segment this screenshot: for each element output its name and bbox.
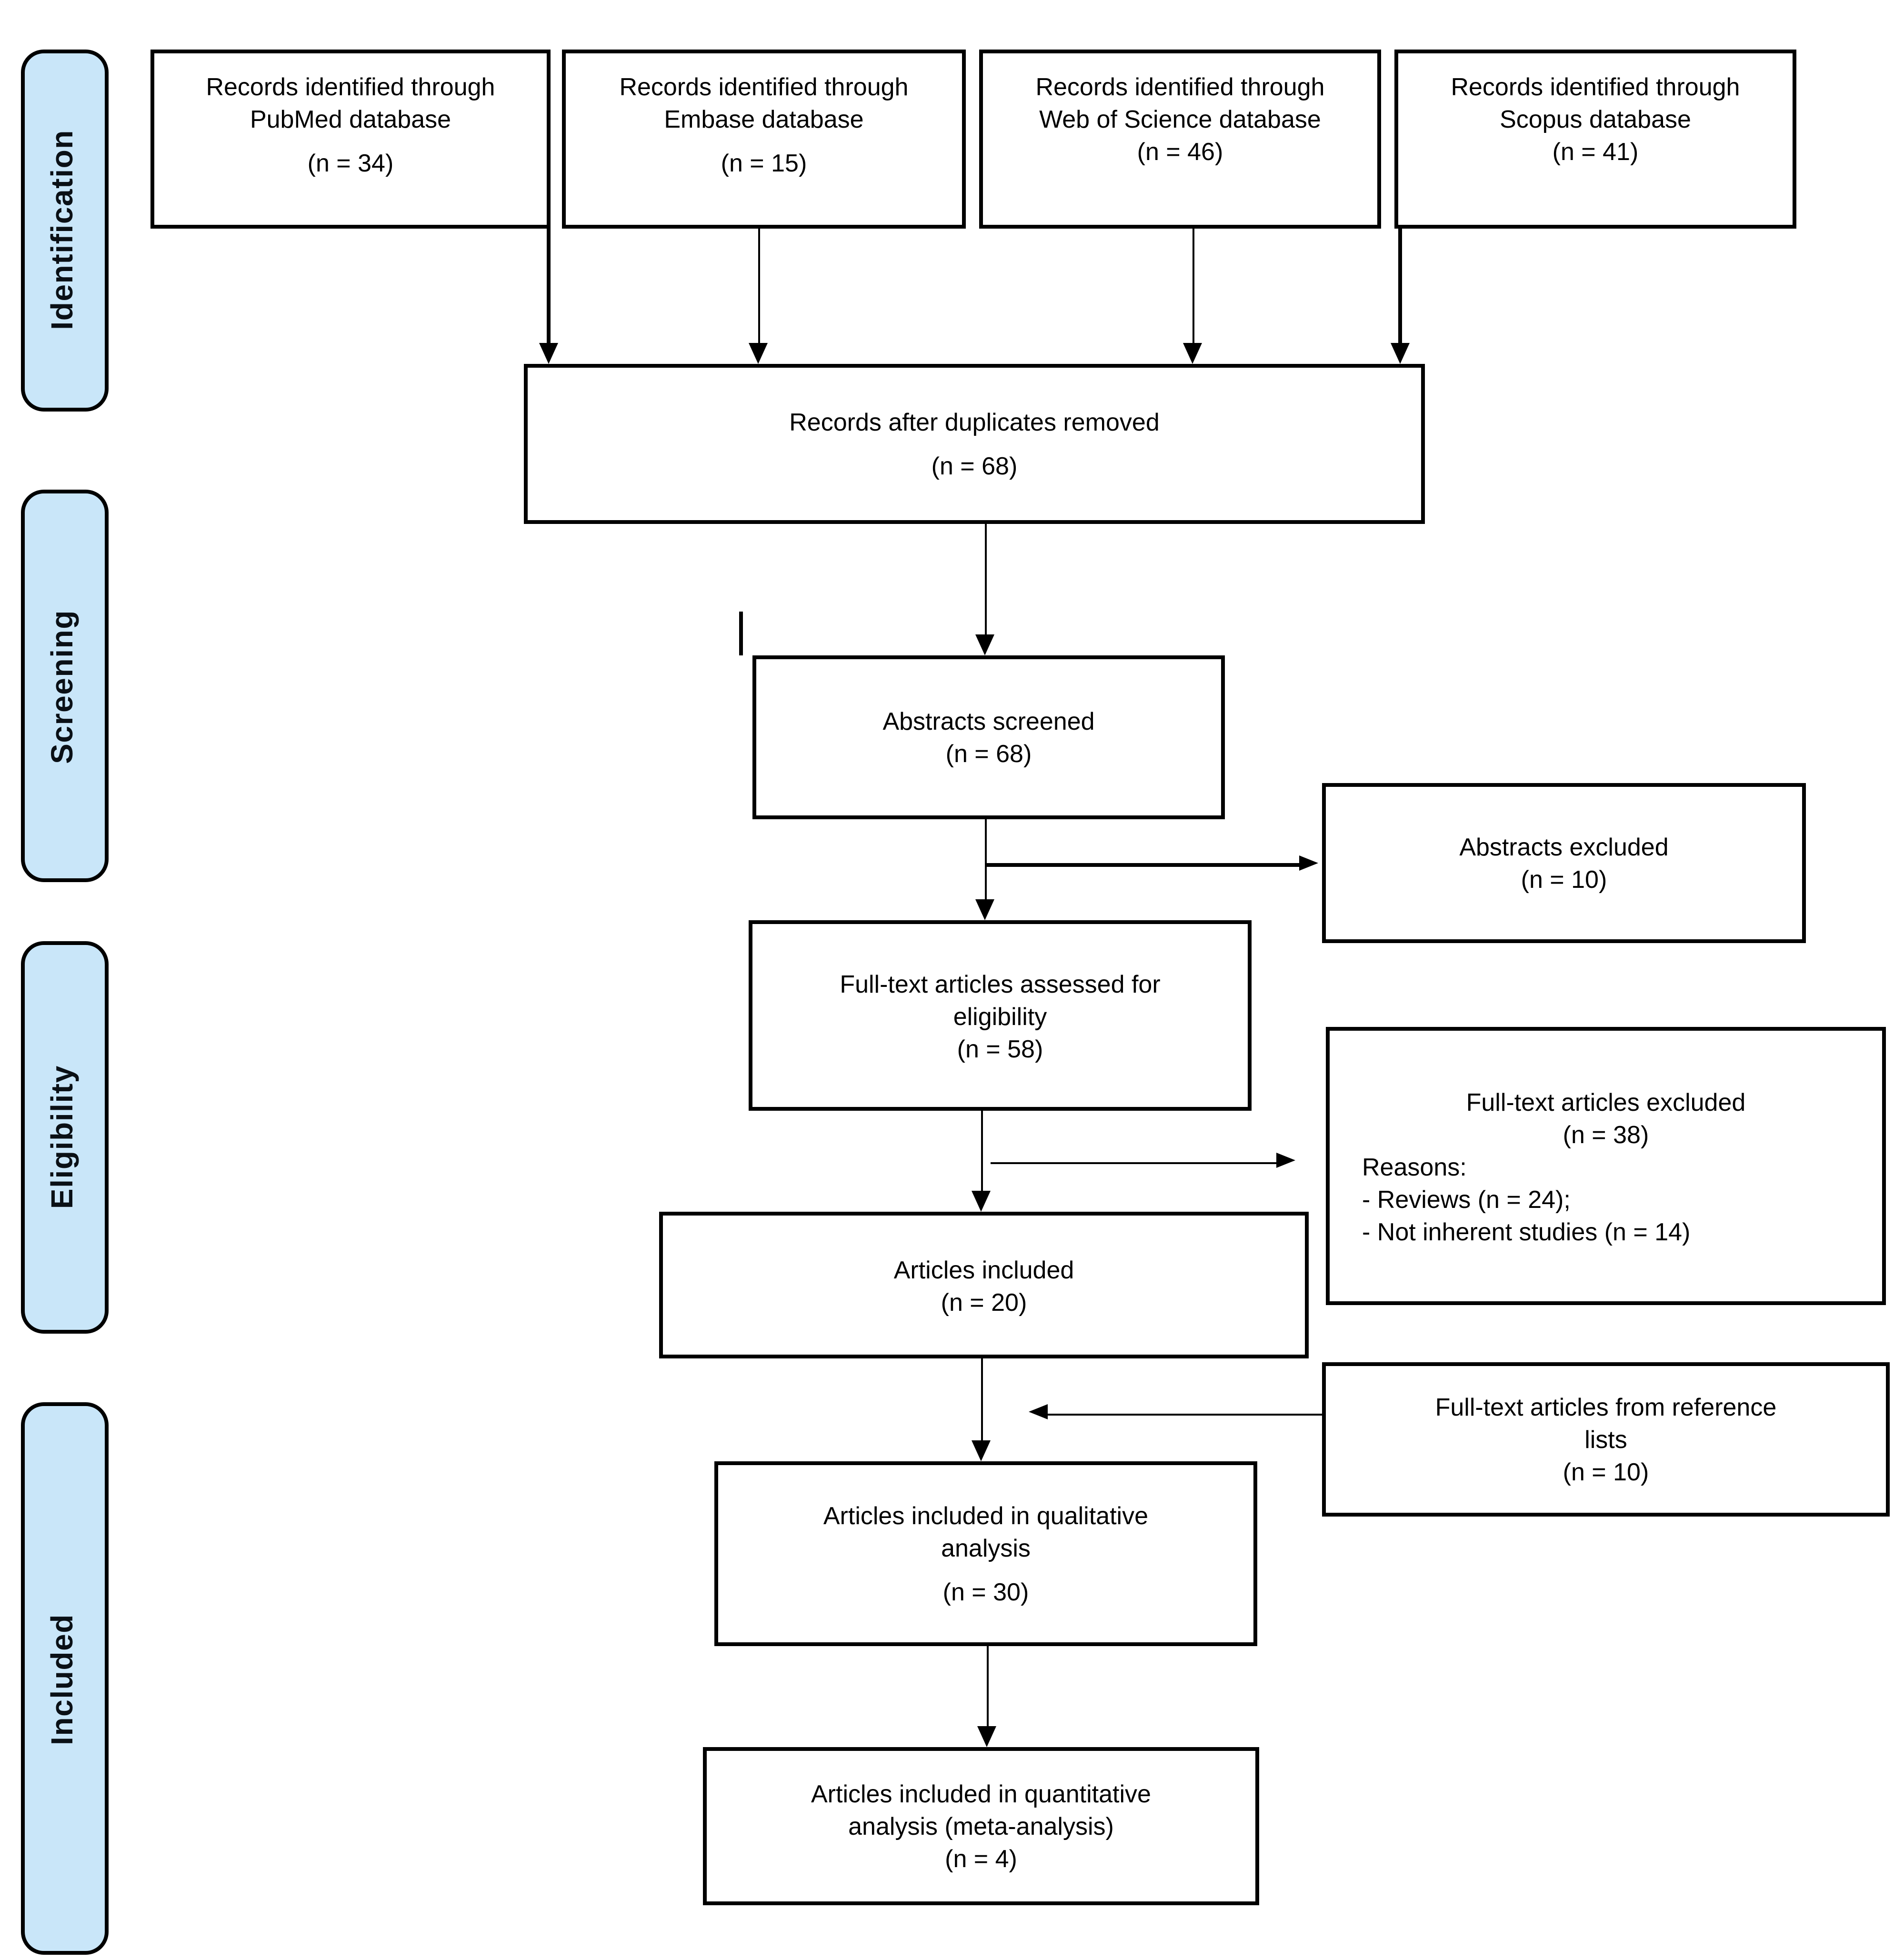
box-title-line: Articles included in quantitative <box>811 1779 1151 1808</box>
arrow-included-to-qualitative-head <box>972 1440 992 1461</box>
arrow-qualitative-to-quantitative <box>986 1646 989 1728</box>
arrow-included-to-qualitative <box>980 1358 983 1442</box>
box-title-line: Full-text articles excluded <box>1466 1087 1746 1116</box>
stage-label-screening: Screening <box>21 490 109 882</box>
box-title-line: Records identified through <box>206 72 495 101</box>
box-title-line: analysis <box>941 1534 1031 1562</box>
box-count: (n = 4) <box>945 1844 1017 1873</box>
arrow-embase-down <box>757 229 761 343</box>
arrow-wos-down-head <box>1183 343 1203 364</box>
arrow-qualitative-to-quantitative-head <box>978 1726 997 1747</box>
box-count: (n = 58) <box>957 1034 1043 1062</box>
box-title-line: Embase database <box>664 105 864 133</box>
box-title-line: Records identified through <box>1451 72 1740 101</box>
arrow-reference-to-flow-head <box>1029 1404 1048 1420</box>
arrow-scopus-down <box>1398 229 1402 343</box>
box-title-line: Abstracts excluded <box>1459 833 1669 861</box>
box-title-line: Web of Science database <box>1039 105 1321 133</box>
box-title-line: Records after duplicates removed <box>789 407 1160 436</box>
box-articles-included: Articles included (n = 20) <box>659 1212 1309 1358</box>
box-duplicates-removed: Records after duplicates removed (n = 68… <box>524 363 1425 524</box>
box-count: (n = 10) <box>1521 865 1607 894</box>
arrow-pubmed-down-head <box>539 343 558 364</box>
reasons-label: Reasons: <box>1362 1152 1467 1180</box>
box-count: (n = 41) <box>1552 137 1639 166</box>
arrow-duplicates-to-screened <box>984 524 987 634</box>
box-quantitative-analysis: Articles included in quantitative analys… <box>703 1747 1259 1905</box>
box-count: (n = 38) <box>1563 1119 1649 1148</box>
stage-label-eligibility: Eligibility <box>21 941 109 1334</box>
box-records-pubmed: Records identified through PubMed databa… <box>150 50 551 229</box>
box-count: (n = 20) <box>941 1287 1027 1316</box>
box-title-line: analysis (meta-analysis) <box>848 1812 1114 1840</box>
box-title-line: Full-text articles assessed for <box>840 969 1161 997</box>
box-abstracts-excluded: Abstracts excluded (n = 10) <box>1322 783 1806 943</box>
box-title-line: PubMed database <box>250 105 451 133</box>
reason-item: - Reviews (n = 24); <box>1362 1184 1571 1213</box>
exclusion-reasons: Reasons: - Reviews (n = 24); - Not inher… <box>1330 1150 1882 1247</box>
box-count: (n = 68) <box>931 451 1018 480</box>
box-title-line: Articles included in qualitative <box>823 1501 1149 1530</box>
stray-line-mark <box>739 612 742 655</box>
arrow-screened-to-excluded <box>985 863 1299 866</box>
arrow-screened-to-assessed <box>984 819 987 899</box>
box-records-scopus: Records identified through Scopus databa… <box>1394 50 1796 229</box>
box-title-line: eligibility <box>953 1001 1047 1030</box>
box-abstracts-screened: Abstracts screened (n = 68) <box>752 655 1225 819</box>
box-records-web-of-science: Records identified through Web of Scienc… <box>979 50 1381 229</box>
box-fulltext-excluded: Full-text articles excluded (n = 38) Rea… <box>1326 1027 1886 1305</box>
arrow-embase-down-head <box>749 343 769 364</box>
box-title-line: lists <box>1584 1425 1627 1454</box>
box-reference-lists: Full-text articles from reference lists … <box>1322 1362 1890 1517</box>
arrow-assessed-to-excluded-head <box>1276 1153 1295 1168</box>
box-title-line: Articles included <box>893 1255 1074 1283</box>
stage-label-text: Identification <box>48 130 80 331</box>
stage-label-text: Eligibility <box>48 1065 80 1210</box>
box-count: (n = 15) <box>721 149 807 177</box>
box-title-line: Scopus database <box>1500 105 1691 133</box>
box-count: (n = 46) <box>1137 137 1223 166</box>
box-qualitative-analysis: Articles included in qualitative analysi… <box>714 1461 1257 1646</box>
box-fulltext-assessed: Full-text articles assessed for eligibil… <box>749 920 1252 1111</box>
arrow-scopus-down-head <box>1390 343 1410 364</box>
box-title-line: Records identified through <box>1035 72 1325 101</box>
box-count: (n = 68) <box>945 739 1032 768</box>
arrow-assessed-to-included <box>980 1111 983 1193</box>
arrow-duplicates-to-screened-head <box>976 634 995 655</box>
box-count: (n = 10) <box>1563 1457 1649 1486</box>
arrow-assessed-to-included-head <box>972 1191 992 1212</box>
box-title-line: Abstracts screened <box>882 707 1095 735</box>
arrow-pubmed-down <box>547 229 550 343</box>
box-records-embase: Records identified through Embase databa… <box>562 50 966 229</box>
stage-label-text: Included <box>48 1613 80 1744</box>
reason-item: - Not inherent studies (n = 14) <box>1362 1216 1691 1245</box>
arrow-assessed-to-excluded <box>991 1161 1276 1165</box>
arrow-screened-to-excluded-head <box>1299 854 1318 870</box>
stage-label-included: Included <box>21 1402 109 1955</box>
box-title-line: Full-text articles from reference <box>1435 1393 1777 1421</box>
arrow-wos-down <box>1192 229 1195 343</box>
stage-label-identification: Identification <box>21 50 109 412</box>
stage-label-text: Screening <box>48 609 80 763</box>
box-count: (n = 34) <box>307 149 394 177</box>
arrow-screened-to-assessed-head <box>976 899 995 920</box>
arrow-reference-to-flow <box>1048 1413 1322 1416</box>
box-title-line: Records identified through <box>619 72 909 101</box>
box-count: (n = 30) <box>942 1578 1029 1606</box>
